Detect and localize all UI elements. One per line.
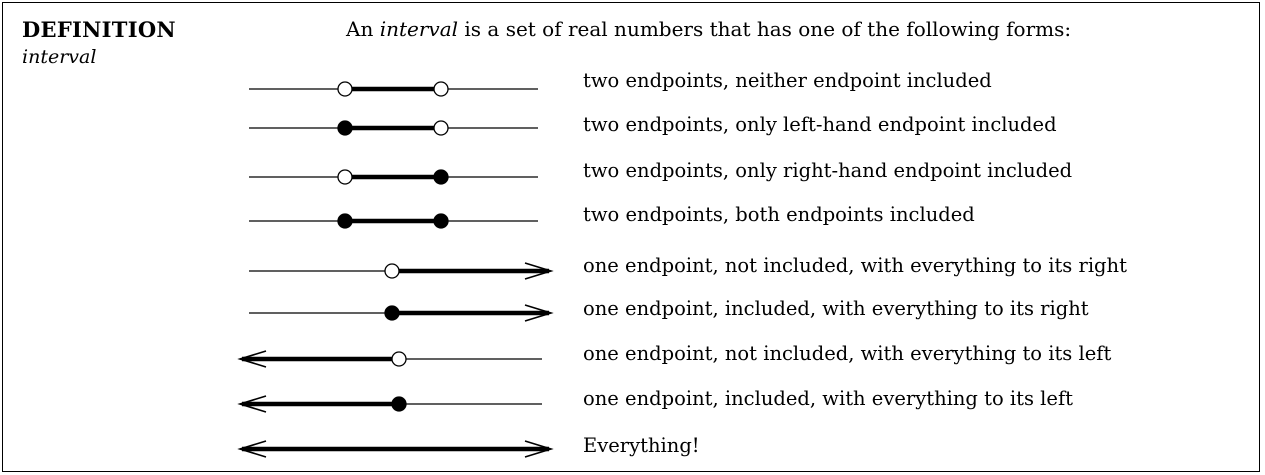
interval-3-label: two endpoints, only right-hand endpoint … xyxy=(583,159,1073,182)
interval-9-arrow-left-icon xyxy=(237,440,267,458)
interval-6-label: one endpoint, included, with everything … xyxy=(583,297,1089,320)
interval-8-endpoint-closed-icon xyxy=(391,396,407,412)
interval-1-left-endpoint-open-icon xyxy=(337,81,353,97)
interval-2-right-endpoint-open-icon xyxy=(433,120,449,136)
interval-8-label: one endpoint, included, with everything … xyxy=(583,387,1073,410)
definition-heading: DEFINITION xyxy=(22,17,176,42)
interval-5-arrow-right-icon xyxy=(524,262,554,280)
interval-2-left-endpoint-closed-icon xyxy=(337,120,353,136)
interval-3-left-endpoint-open-icon xyxy=(337,169,353,185)
interval-9-label: Everything! xyxy=(583,434,700,457)
interval-8-arrow-left-icon xyxy=(237,395,267,413)
interval-6-arrow-right-icon xyxy=(524,304,554,322)
interval-9-arrow-right-icon xyxy=(524,440,554,458)
intro-before: An xyxy=(346,17,380,41)
interval-4-right-endpoint-closed-icon xyxy=(433,213,449,229)
definition-term: interval xyxy=(22,46,97,68)
interval-4-label: two endpoints, both endpoints included xyxy=(583,203,975,226)
interval-7-endpoint-open-icon xyxy=(391,351,407,367)
interval-7-label: one endpoint, not included, with everyth… xyxy=(583,342,1112,365)
interval-2-label: two endpoints, only left-hand endpoint i… xyxy=(583,113,1057,136)
interval-5-endpoint-open-icon xyxy=(384,263,400,279)
interval-1-right-endpoint-open-icon xyxy=(433,81,449,97)
intro-after: is a set of real numbers that has one of… xyxy=(458,17,1072,41)
definition-intro: An interval is a set of real numbers tha… xyxy=(346,17,1071,41)
interval-7-arrow-left-icon xyxy=(237,350,267,368)
interval-3-right-endpoint-closed-icon xyxy=(433,169,449,185)
interval-5-label: one endpoint, not included, with everyth… xyxy=(583,254,1127,277)
interval-4-left-endpoint-closed-icon xyxy=(337,213,353,229)
interval-1-label: two endpoints, neither endpoint included xyxy=(583,69,992,92)
interval-6-endpoint-closed-icon xyxy=(384,305,400,321)
intro-term: interval xyxy=(379,17,459,41)
